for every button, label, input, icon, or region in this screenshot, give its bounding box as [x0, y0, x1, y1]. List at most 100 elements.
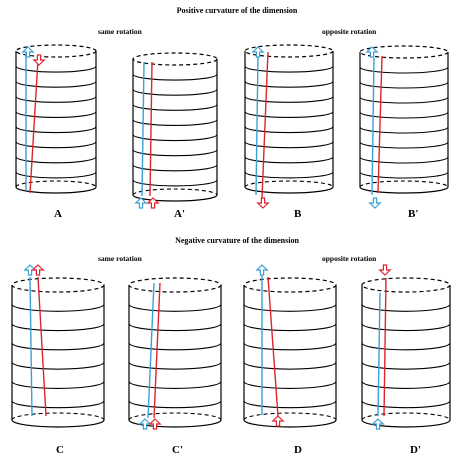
cylinder-B-bottom-back	[244, 180, 334, 188]
cylinder-A-prime-band	[132, 119, 218, 126]
cylinder-B-band	[244, 65, 334, 73]
up-arrow-icon	[148, 418, 162, 430]
cylinder-A-prime-bottom-back	[132, 188, 218, 196]
cylinder-C-prime-band	[128, 361, 222, 370]
up-arrow-icon	[31, 264, 45, 276]
cylinder-A-band	[15, 111, 97, 118]
cylinder-D-band	[243, 342, 337, 351]
cylinder-B-prime-red-line	[377, 55, 383, 194]
cylinder-B-band	[244, 126, 334, 134]
cylinder-B-prime-band	[359, 96, 449, 104]
cylinder-D-prime-band	[361, 361, 451, 370]
panel-label-A: A	[54, 208, 62, 220]
cylinder-A-prime-band	[132, 164, 218, 172]
section-1-left-label: same rotation	[98, 27, 142, 36]
cylinder-A-prime-blue-line	[141, 61, 145, 197]
panel-label-B-prime: B'	[408, 208, 419, 220]
up-arrow-icon	[371, 418, 385, 430]
cylinder-D-band	[243, 304, 337, 312]
cylinder-B-band	[244, 111, 334, 118]
cylinder-D-red-line	[267, 276, 279, 417]
cylinder-C-band	[11, 381, 105, 389]
cylinder-C-prime-red-line	[153, 282, 161, 419]
cylinder-D-band	[243, 381, 337, 389]
cylinder-D-prime-band	[361, 323, 451, 332]
up-arrow-icon	[146, 197, 160, 209]
cylinder-D-bottom-back	[243, 412, 337, 421]
down-arrow-icon	[32, 54, 46, 66]
cylinder-D-band	[243, 361, 337, 370]
cylinder-A-prime-band	[132, 73, 218, 81]
cylinder-D-prime-red-line	[383, 277, 387, 417]
panel-label-D-prime: D'	[410, 444, 421, 456]
cylinder-D-prime-band	[361, 342, 451, 351]
cylinder-B-band	[244, 81, 334, 88]
cylinder-A-red-line	[29, 59, 39, 194]
cylinder-A-band	[15, 156, 97, 164]
cylinder-B-band	[244, 141, 334, 149]
cylinder-C-band	[11, 400, 105, 409]
cylinder-D-prime-band	[361, 304, 451, 312]
cylinder-D-prime-blue-line	[377, 292, 381, 417]
cylinder-A-band	[15, 65, 97, 73]
down-arrow-icon	[378, 264, 392, 276]
cylinder-A-prime-band	[132, 134, 218, 142]
cylinder-C-top-rim	[11, 277, 105, 293]
cylinder-A-prime-bottom-front	[132, 194, 218, 202]
panel-label-A-prime: A'	[174, 208, 185, 220]
cylinder-B-band	[244, 96, 334, 103]
cylinder-B-band	[244, 171, 334, 179]
cylinder-A-band	[15, 126, 97, 134]
up-arrow-icon	[271, 415, 285, 427]
cylinder-C-band	[11, 361, 105, 370]
cylinder-C-bottom-front	[11, 419, 105, 428]
section-1-title: Positive curvature of the dimension	[176, 6, 298, 15]
cylinder-C-prime-band	[128, 400, 222, 409]
cylinder-C-band	[11, 342, 105, 351]
down-arrow-icon	[368, 197, 382, 209]
cylinder-B-prime-band	[359, 156, 449, 164]
cylinder-D-top-rim	[243, 277, 337, 293]
cylinder-D-band	[243, 400, 337, 409]
cylinder-A-prime-red-line	[149, 61, 153, 197]
cylinder-B-prime-band	[359, 171, 449, 179]
cylinder-B-bottom-front	[244, 186, 334, 194]
cylinder-C-prime-bottom-front	[128, 419, 222, 428]
cylinder-D-band	[243, 323, 337, 332]
cylinder-D-bottom-front	[243, 419, 337, 428]
cylinder-C-prime-band	[128, 304, 222, 312]
cylinder-D-prime-band	[361, 381, 451, 389]
cylinder-B-prime-band	[359, 126, 449, 134]
cylinder-D-prime-bottom-back	[361, 412, 451, 421]
cylinder-A-prime-band	[132, 89, 218, 96]
cylinder-A-band	[15, 81, 97, 88]
section-2-left-label: same rotation	[98, 254, 142, 263]
cylinder-C-band	[11, 323, 105, 332]
up-arrow-icon	[21, 46, 35, 58]
cylinder-D-prime-band	[361, 400, 451, 409]
cylinder-B-prime-bottom-back	[359, 180, 449, 188]
cylinder-B-top-rim	[244, 44, 334, 58]
cylinder-C-prime-top-rim	[128, 277, 222, 293]
cylinder-B-prime-band	[359, 141, 449, 149]
section-1-right-label: opposite rotation	[322, 27, 377, 36]
cylinder-C-bottom-back	[11, 412, 105, 421]
up-arrow-icon	[365, 46, 379, 58]
cylinder-C-prime-bottom-back	[128, 412, 222, 421]
cylinder-A-prime-band	[132, 149, 218, 157]
cylinder-B-prime-band	[359, 111, 449, 119]
cylinder-B-prime-band	[359, 66, 449, 74]
cylinder-D-prime-bottom-front	[361, 419, 451, 428]
panel-label-D: D	[294, 444, 302, 456]
cylinder-C-prime-band	[128, 323, 222, 332]
cylinder-A-bottom-front	[15, 186, 97, 194]
cylinder-B-red-line	[261, 51, 269, 199]
cylinder-C-prime-band	[128, 342, 222, 351]
section-2-title: Negative curvature of the dimension	[175, 236, 299, 245]
up-arrow-icon	[138, 418, 152, 430]
cylinder-C-blue-line	[29, 276, 33, 417]
cylinder-A-prime-top-rim	[132, 52, 218, 66]
cylinder-B-prime-bottom-front	[359, 186, 449, 194]
panel-label-B: B	[294, 208, 302, 220]
